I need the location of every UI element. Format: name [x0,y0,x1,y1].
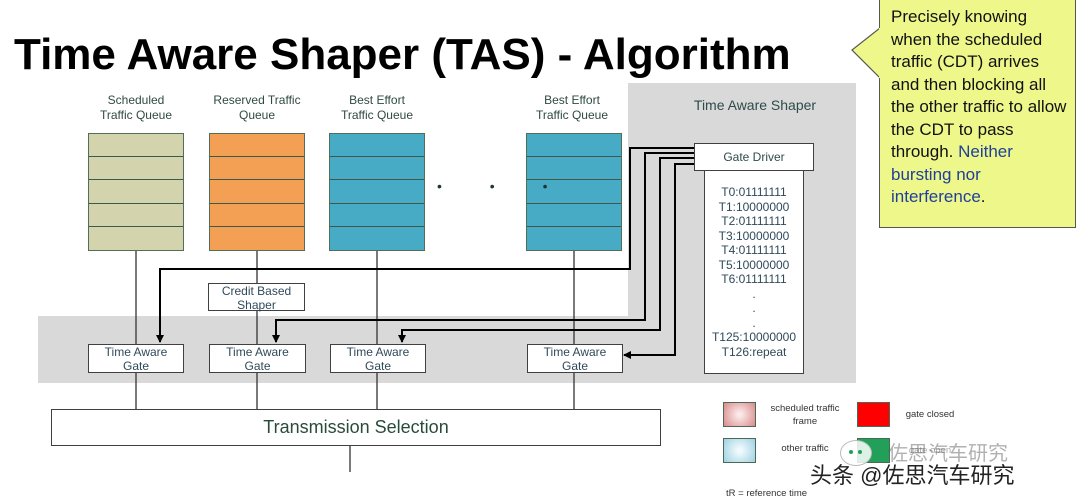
reference-time-note: tR = reference time [726,488,808,499]
gate-label-line1: Time Aware [226,345,289,359]
gate-control-entry: T1:10000000 [718,199,790,214]
queue-slot [89,180,183,204]
scheduled-traffic-queue [88,133,184,251]
watermark-text: 头条 @佐思汽车研究 [810,463,1015,488]
gate-label-line2: Gate [244,359,271,373]
gate-label-line1: Time Aware [346,345,410,359]
callout-text: Precisely knowing when the scheduled tra… [891,6,1069,209]
transmission-selection-box: Transmission Selection [51,409,661,446]
queue-slot [210,134,304,158]
gate-driver-control-line-3 [398,157,700,343]
queue-slot [527,204,621,227]
reserved-traffic-queue [209,133,305,251]
queue-slot [89,134,183,158]
queue-slot [527,180,621,204]
gate-driver-box: Gate Driver [694,143,814,171]
gate-label-line2: Gate [122,359,149,373]
gate-label-line1: Time Aware [104,345,168,359]
region-label-time-aware-shaper: Time Aware Shaper [693,97,817,113]
gate-control-entry: T2:01111111 [721,214,787,228]
legend-label-other-traffic: other traffic [781,443,829,454]
gate-driver-control-line-2 [272,152,700,343]
queue-slot [210,157,304,181]
gate-control-entry: T4:01111111 [721,243,787,257]
legend-swatch-gate-closed [857,402,890,427]
gate-control-ellipsis: . [752,286,756,301]
queue-slot [89,204,183,227]
gate-driver-control-line-1 [156,147,700,343]
callout-body: Precisely knowing when the scheduled tra… [891,7,1067,161]
queue-slot [330,157,424,181]
best-effort-queue-n [526,133,622,251]
queue-slot [89,157,183,181]
gate-driver-control-line-4 [623,163,700,359]
gate-control-entry: T6:01111111 [721,272,787,286]
gate-label-line2: Gate [364,359,391,373]
gate-control-ellipsis: . [752,315,756,330]
cbs-label-line1: Credit Based [221,284,292,298]
wechat-logo-icon [840,440,872,466]
transmission-selection-label: Transmission Selection [263,417,449,437]
queue-slot [330,180,424,204]
queue-slot [527,134,621,158]
gate-control-entry: T3:10000000 [718,228,790,243]
legend-label-gate-open: gate open [908,445,952,456]
gate-control-entry: T5:10000000 [718,257,790,272]
gate-label-line1: Time Aware [543,345,607,359]
legend-swatch-other-traffic [723,438,756,463]
callout-pointer-mask [879,28,882,78]
legend-swatch-scheduled-frame [723,402,756,427]
callout-suffix: . [980,187,986,206]
gate-driver-label: Gate Driver [723,150,785,164]
queue-slot [210,204,304,227]
best-effort-queue-1 [329,133,425,251]
watermark-faint: 佐思汽车研究 [888,443,1008,465]
cbs-label-line2: Shaper [237,298,276,312]
gate-control-entry: T0:01111111 [721,185,787,199]
queue-slot [210,180,304,204]
credit-based-shaper-box: Credit Based Shaper [208,283,305,312]
queue-ellipsis: • • • [437,178,570,194]
gate-control-entry: T126:repeat [721,344,787,359]
legend-label-gate-closed: gate closed [905,409,955,420]
gate-control-entry: T125:10000000 [711,330,797,344]
queue-slot [330,204,424,227]
gate-label-line2: Gate [561,359,588,373]
queue-slot [330,134,424,158]
queue-slot [527,157,621,181]
gate-control-ellipsis: . [752,301,756,315]
page-title: Time Aware Shaper (TAS) - Algorithm [14,30,791,79]
callout-highlight: Neither bursting nor interference [891,142,1013,206]
gate-control-list: T0:01111111 T1:10000000 T2:01111111 T3:1… [704,170,804,374]
callout-box: Precisely knowing when the scheduled tra… [879,0,1076,228]
